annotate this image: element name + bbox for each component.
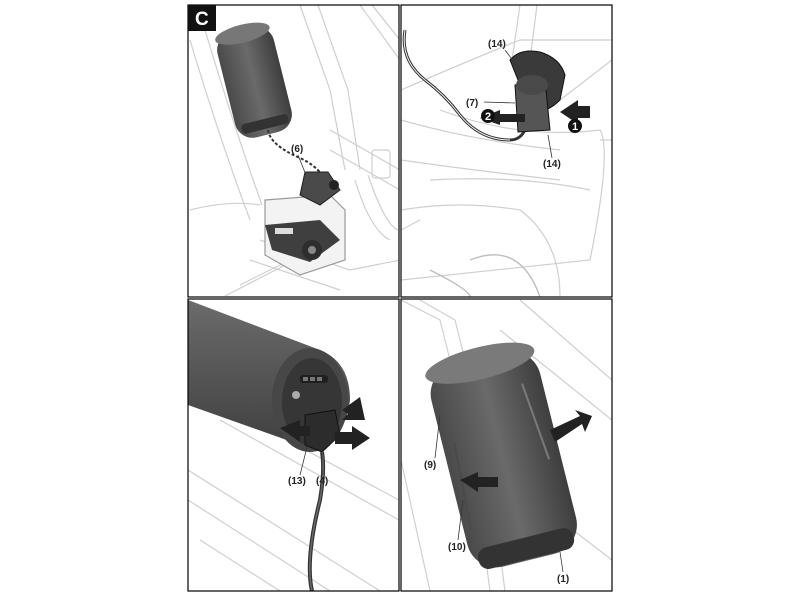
svg-text:(13): (13) [288,476,306,487]
panel-top-right: (14) (7) (14) 1 2 [401,5,612,297]
svg-text:C: C [195,9,209,30]
drive-unit [264,171,346,276]
battery-top-left [215,22,292,138]
svg-text:(7): (7) [466,98,478,109]
svg-text:(1): (1) [557,574,569,585]
arrows-bottom-left [280,397,370,450]
push-arrow-step-1: 1 [560,100,590,133]
panel-top-left: (6) [189,5,399,297]
svg-text:(14): (14) [543,159,561,170]
callout-6: (6) [291,144,307,176]
arrows-bottom-right [460,410,592,492]
pull-arrow-step-2: 2 [480,109,525,125]
panel-borders [187,4,613,592]
callouts-bottom-left: (13) (4) [288,446,328,487]
svg-text:(4): (4) [316,476,328,487]
svg-text:(10): (10) [448,542,466,553]
svg-text:(14): (14) [488,39,506,50]
charger-plug [304,409,341,591]
svg-text:(9): (9) [424,460,436,471]
svg-text:1: 1 [572,121,578,133]
frame-lines-bottom-left [188,414,399,591]
frame-lines-top-right [401,5,612,297]
battery-bottom-right [425,342,577,569]
svg-text:2: 2 [485,111,491,123]
charge-level-indicator [300,375,328,383]
panel-bottom-right: (9) (10) (1) [401,299,612,591]
svg-text:(6): (6) [291,144,303,155]
callouts-bottom-right: (9) (10) (1) [424,414,569,585]
charging-cable-top-right [402,29,527,142]
panel-bottom-left: (13) (4) [188,300,399,591]
callouts-top-right: (14) (7) (14) [466,39,561,170]
figure-letter-badge: C [188,5,216,31]
